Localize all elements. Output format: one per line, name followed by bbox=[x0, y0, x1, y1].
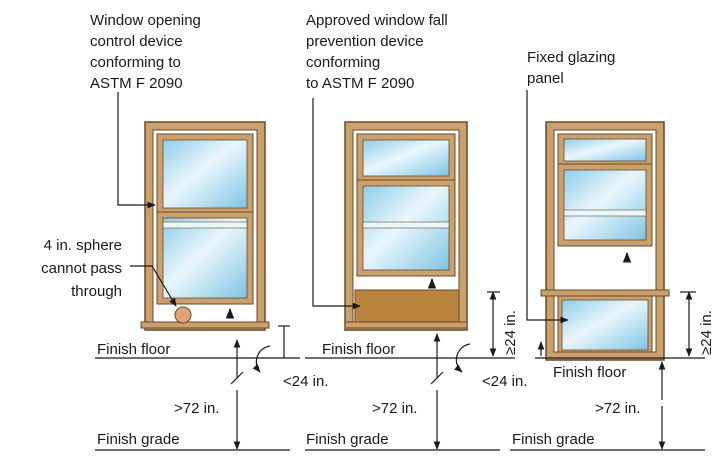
label-fall-prevention-device: Approved window fall prevention device c… bbox=[306, 12, 448, 92]
window-2-fall-prevention bbox=[344, 121, 468, 331]
finish-floor-label-3: Finish floor bbox=[553, 364, 626, 381]
gt-72-label-1: >72 in. bbox=[174, 400, 219, 417]
window-3-fixed-glazing bbox=[540, 121, 670, 361]
less-24-label-2: <24 in. bbox=[482, 373, 527, 390]
label-sphere: 4 in. sphere cannot pass through bbox=[41, 237, 122, 300]
label-line: conforming bbox=[306, 54, 380, 71]
less-24-label-1: <24 in. bbox=[283, 373, 328, 390]
dims-window-3 bbox=[537, 291, 696, 450]
sphere-icon bbox=[174, 306, 192, 324]
label-line: through bbox=[71, 283, 122, 300]
window-1-opening-control bbox=[140, 121, 270, 331]
finish-grade-label-2: Finish grade bbox=[306, 431, 389, 448]
fixed-glazing-panel bbox=[561, 299, 649, 351]
label-line: prevention device bbox=[306, 33, 424, 50]
finish-floor-label-2: Finish floor bbox=[322, 341, 395, 358]
label-line: 4 in. sphere bbox=[44, 237, 122, 254]
ge-24-label-2: ≥24 in. bbox=[502, 310, 519, 355]
dims-window-2 bbox=[430, 291, 500, 450]
label-line: cannot pass bbox=[41, 260, 122, 277]
floor-grade-lines bbox=[95, 357, 705, 451]
label-line: Window opening bbox=[90, 12, 201, 29]
label-window-opening-device: Window opening control device conforming… bbox=[90, 12, 201, 92]
gt-72-label-2: >72 in. bbox=[372, 400, 417, 417]
ge-24-label-3: ≥24 in. bbox=[698, 310, 715, 355]
finish-grade-label-1: Finish grade bbox=[97, 431, 180, 448]
fall-prevention-device bbox=[354, 289, 460, 323]
label-line: Fixed glazing bbox=[527, 49, 615, 66]
label-line: to ASTM F 2090 bbox=[306, 75, 414, 92]
finish-floor-label-1: Finish floor bbox=[97, 341, 170, 358]
label-line: panel bbox=[527, 70, 564, 87]
dims-window-1 bbox=[230, 325, 290, 450]
label-fixed-glazing: Fixed glazing panel bbox=[527, 49, 615, 87]
gt-72-label-3: >72 in. bbox=[595, 400, 640, 417]
label-line: Approved window fall bbox=[306, 12, 448, 29]
label-line: control device bbox=[90, 33, 183, 50]
label-line: conforming to bbox=[90, 54, 181, 71]
leader-lines bbox=[117, 90, 569, 324]
finish-grade-label-3: Finish grade bbox=[512, 431, 595, 448]
label-line: ASTM F 2090 bbox=[90, 75, 183, 92]
